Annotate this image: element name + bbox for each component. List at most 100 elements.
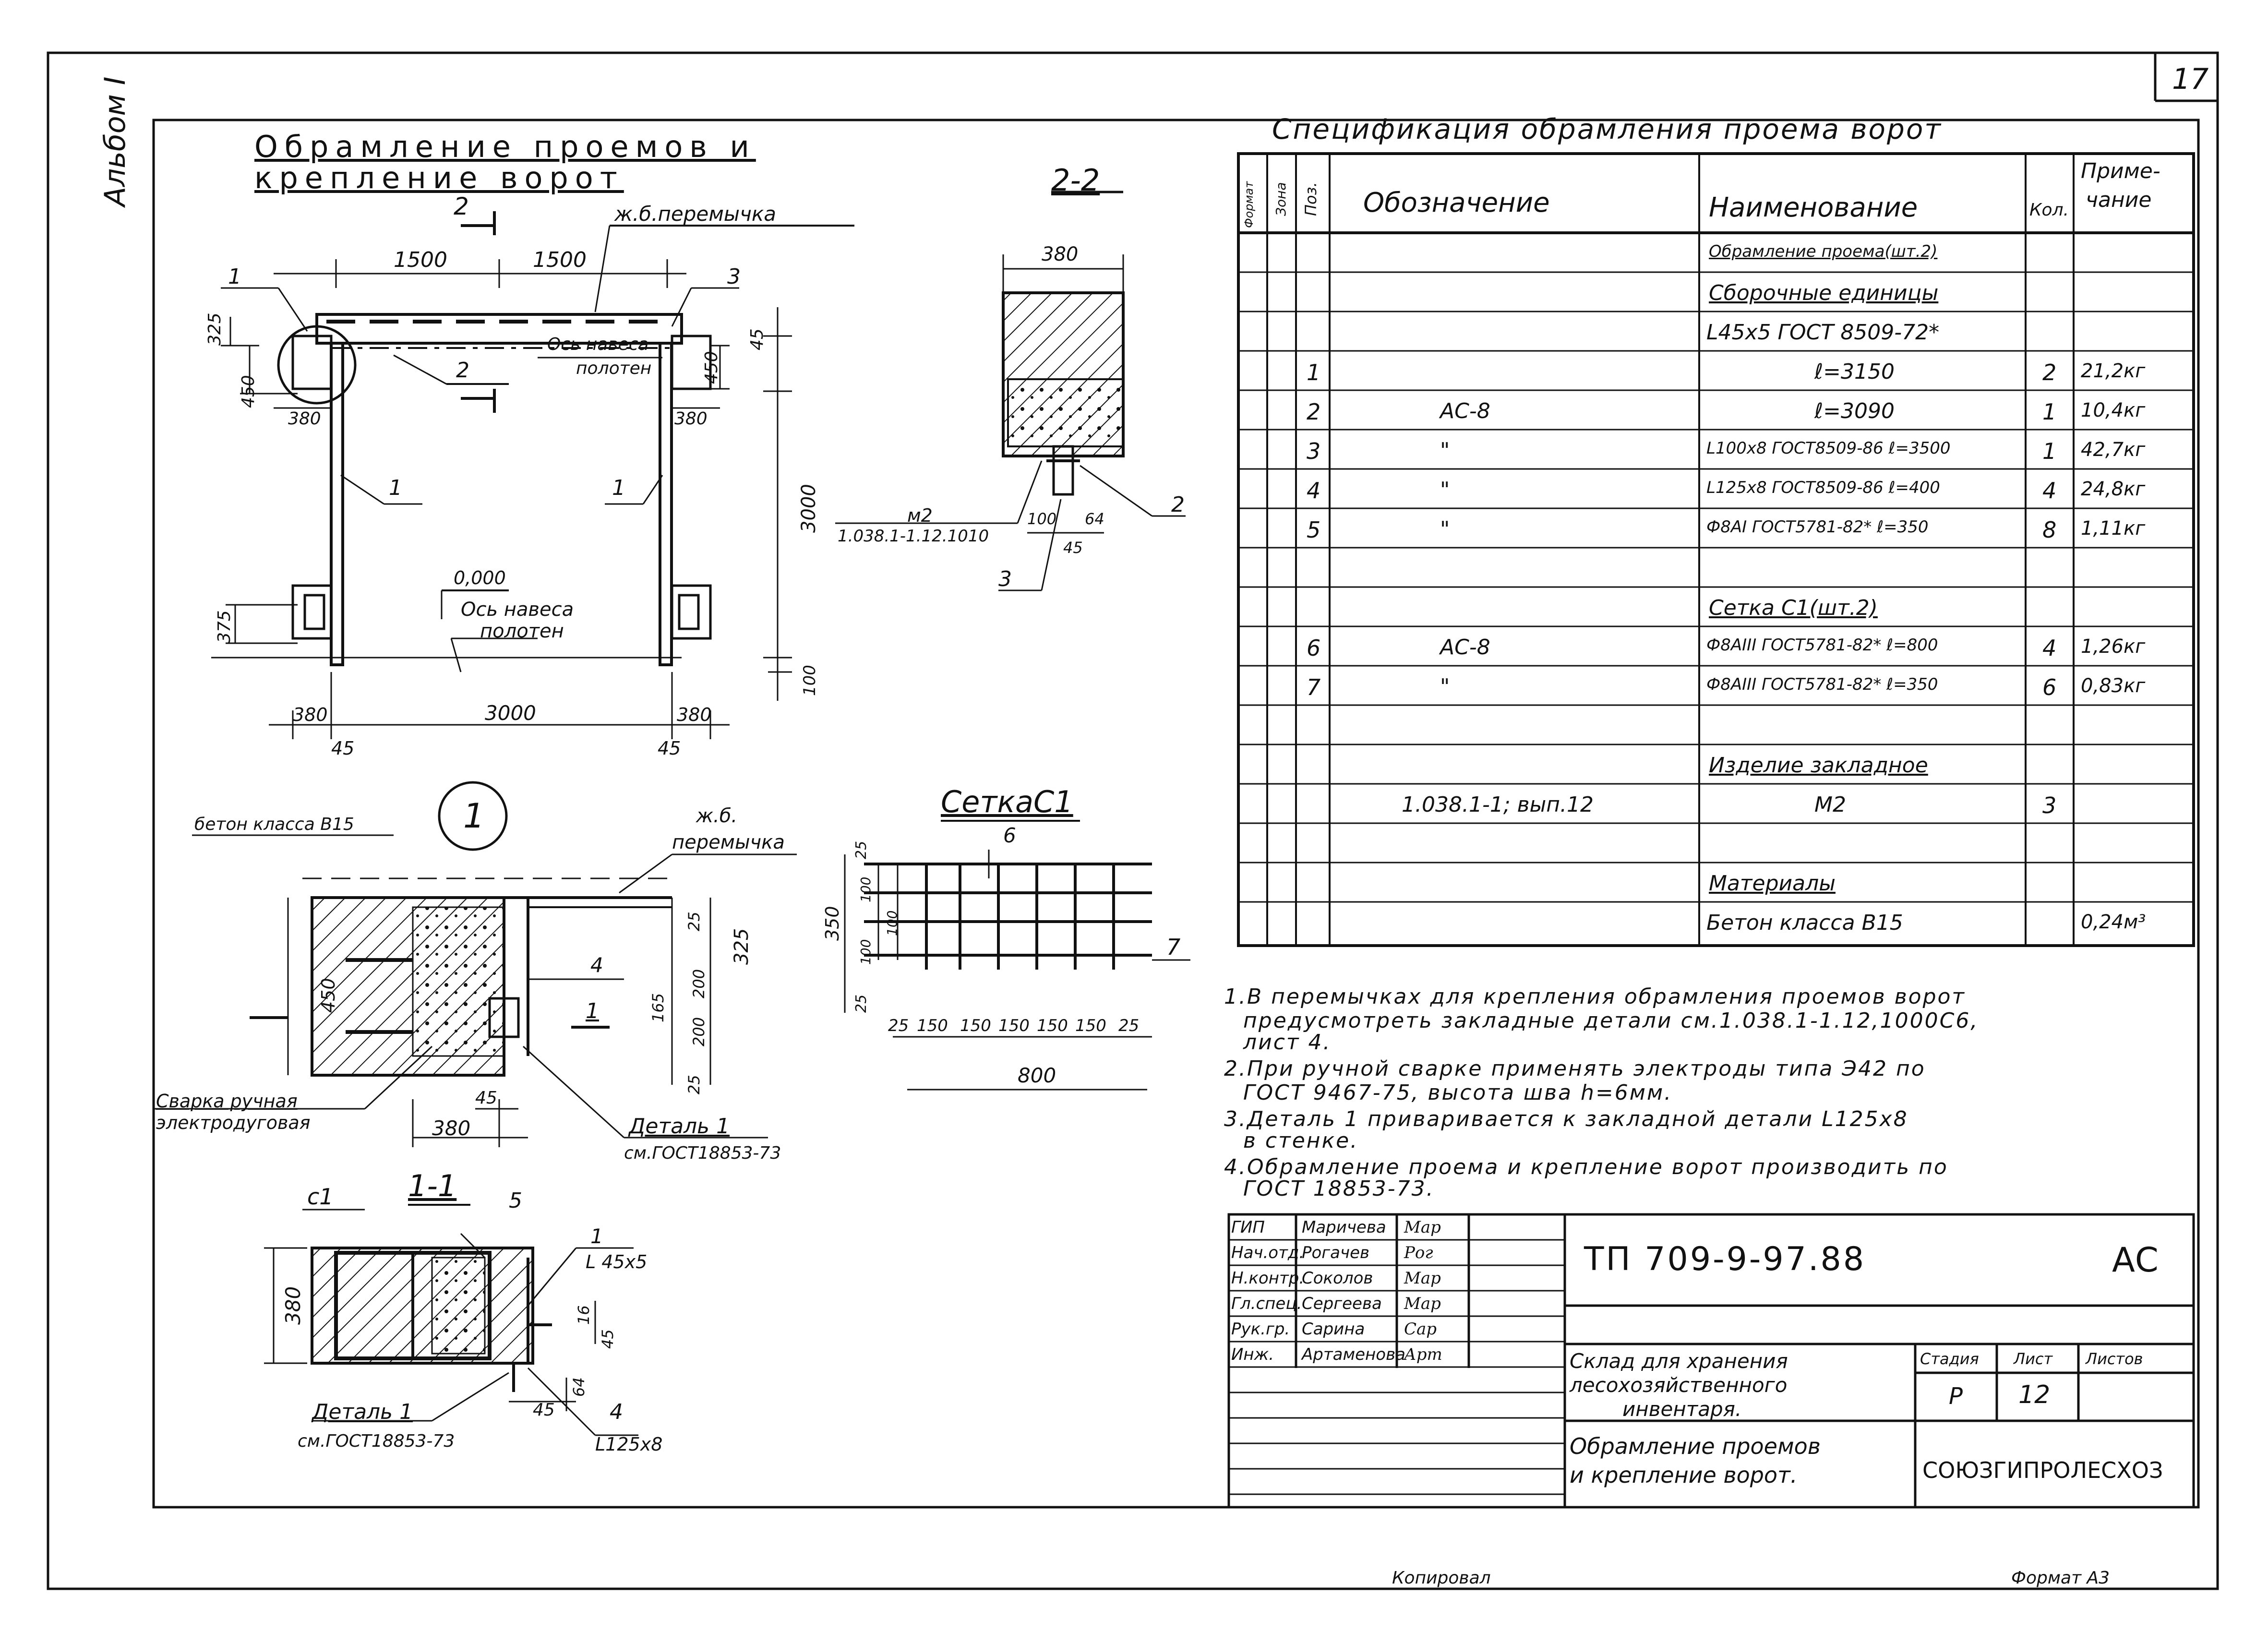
elev-dim-3000-h: 3000	[485, 701, 536, 725]
spec-cell-name: L125x8 ГОСТ8509-86 ℓ=400	[1706, 478, 1940, 497]
tb-object-3: инвентаря.	[1622, 1397, 1742, 1421]
tb-signature: Мар	[1404, 1218, 1441, 1237]
mesh-bottom-dim-3: 150	[998, 1016, 1030, 1035]
mesh-bottom-dim-5: 150	[1075, 1016, 1106, 1035]
spec-cell-name: М2	[1814, 792, 1846, 817]
spec-cell-pos: 4	[1307, 478, 1321, 504]
mesh-bottom-dim-4: 150	[1037, 1016, 1068, 1035]
node-1-mark: 1	[463, 796, 485, 836]
spec-header-note-2: чание	[2086, 188, 2152, 212]
elev-dim-1500-left: 1500	[394, 248, 447, 272]
spec-title: Спецификация обрамления проема ворот	[1272, 113, 1943, 145]
s11-detail-1: Деталь 1	[312, 1400, 413, 1424]
node-lintel-1: ж.б.	[696, 805, 738, 827]
spec-table-lines	[1237, 152, 2195, 947]
tb-role: Инж.	[1231, 1345, 1274, 1364]
node-dim-25b: 25	[685, 1075, 703, 1094]
elev-section-mark: 2	[454, 192, 469, 220]
elev-dim-450-left: 450	[239, 375, 258, 408]
s11-c1: с1	[307, 1184, 334, 1210]
inner-frame	[152, 119, 2200, 1509]
tb-role: Нач.отд.	[1231, 1243, 1305, 1262]
spec-cell-qty: 4	[2042, 478, 2057, 504]
tb-role: Н.контр.	[1231, 1269, 1305, 1288]
s11-angle-4: L125x8	[595, 1434, 663, 1455]
elev-pos-1-col-right: 1	[612, 476, 625, 500]
spec-cell-note: 0,24м³	[2081, 911, 2146, 933]
s11-dim-45b: 45	[533, 1400, 555, 1420]
mesh-title: СеткаС1	[941, 784, 1073, 819]
elev-pos-2: 2	[456, 358, 469, 383]
s11-dim-16: 16	[575, 1305, 593, 1325]
elev-pos-1-left: 1	[228, 264, 241, 289]
spec-header-name: Наименование	[1709, 192, 1918, 223]
spec-cell-name: ℓ=3090	[1814, 399, 1895, 423]
tb-signature: Мар	[1404, 1294, 1441, 1313]
s22-m2-ref: 1.038.1-1.12.1010	[838, 527, 989, 546]
mesh-pos-6: 6	[1003, 824, 1016, 847]
elev-dim-100: 100	[800, 665, 819, 696]
elev-dim-380-bottom-left: 380	[293, 704, 328, 725]
elev-dim-45-bottom-right: 45	[658, 738, 681, 759]
mesh-dim-100c: 100	[858, 939, 874, 965]
note-line: 1.В перемычках для крепления обрамления …	[1224, 984, 1966, 1009]
tb-signature: Арт	[1404, 1345, 1442, 1364]
tb-object-1: Склад для хранения	[1570, 1349, 1788, 1373]
s11-dim-45a: 45	[599, 1329, 617, 1349]
spec-header-format: Формат	[1242, 181, 1256, 228]
s11-detail-ref: см.ГОСТ18853-73	[298, 1431, 455, 1451]
node-lintel-2: перемычка	[672, 831, 785, 853]
title-block-lines	[1227, 1213, 2195, 1509]
spec-cell-designation: "	[1440, 674, 1450, 699]
spec-header-pos: Поз.	[1302, 182, 1320, 216]
tb-name: Маричева	[1302, 1218, 1386, 1237]
tb-name: Сарина	[1302, 1320, 1365, 1339]
node-dim-25a: 25	[685, 912, 703, 931]
mesh-c1-drawing	[844, 820, 1190, 1091]
spec-cell-designation: "	[1440, 438, 1450, 463]
mesh-dim-800: 800	[1018, 1064, 1056, 1087]
elev-dim-1500-right: 1500	[533, 248, 587, 272]
spec-cell-designation: 1.038.1-1; вып.12	[1402, 792, 1594, 817]
elev-dim-45-top: 45	[747, 328, 767, 350]
node-1-drawing	[154, 781, 797, 1147]
node-pos-4: 4	[590, 953, 603, 977]
tb-sheet-name-2: и крепление ворот.	[1570, 1462, 1798, 1488]
elev-dim-3000-v: 3000	[798, 484, 820, 533]
tb-name: Рогачев	[1302, 1243, 1370, 1262]
s11-pos-4: 4	[610, 1400, 623, 1424]
spec-cell-note: 1,11кг	[2081, 517, 2146, 540]
spec-cell-note: 10,4кг	[2081, 399, 2146, 421]
s22-dim-64: 64	[1085, 510, 1104, 528]
mesh-dim-350: 350	[822, 906, 843, 941]
tb-signature: Рог	[1404, 1243, 1433, 1262]
column-left	[330, 342, 344, 666]
spec-cell-name: L100x8 ГОСТ8509-86 ℓ=3500	[1706, 439, 1951, 458]
section-1-1-drawing	[264, 1204, 638, 1436]
tb-object-2: лесохозяйственного	[1570, 1373, 1788, 1397]
tb-sheet-name-1: Обрамление проемов	[1570, 1433, 1821, 1459]
spec-cell-qty: 8	[2042, 517, 2057, 543]
spec-cell-designation: "	[1440, 478, 1450, 502]
spec-header-designation: Обозначение	[1363, 187, 1550, 218]
spec-cell-qty: 1	[2042, 438, 2057, 464]
elev-dim-45-bottom-left: 45	[331, 738, 355, 759]
sheet-number: 17	[2172, 62, 2209, 96]
note-line: 4.Обрамление проема и крепление ворот пр…	[1224, 1155, 1948, 1179]
elev-dim-380-bottom-right: 380	[677, 704, 712, 725]
s22-dim-100: 100	[1027, 510, 1057, 528]
s11-angle-1: L 45x5	[586, 1251, 648, 1272]
spec-cell-qty: 1	[2042, 399, 2057, 425]
column-right	[659, 342, 673, 666]
spec-cell-name: Сетка С1(шт.2)	[1709, 596, 1878, 620]
note-line: ГОСТ 9467-75, высота шва h=6мм.	[1243, 1080, 1673, 1105]
spec-cell-name: Сборочные единицы	[1709, 281, 1939, 305]
s11-pos-5: 5	[509, 1188, 522, 1213]
spec-header-qty: Кол.	[2029, 200, 2069, 220]
node-concrete-label: бетон класса В15	[194, 815, 354, 834]
elev-axis-top-1: Ось навеса	[547, 335, 649, 354]
mesh-dim-100b: 100	[884, 910, 900, 936]
note-line: предусмотреть закладные детали см.1.038.…	[1243, 1008, 1979, 1033]
spec-cell-pos: 3	[1307, 438, 1321, 464]
